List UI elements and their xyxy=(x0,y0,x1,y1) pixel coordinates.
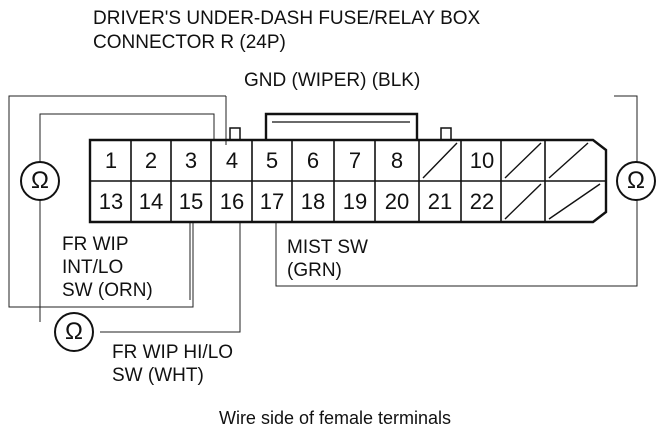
ohmmeter-icon: Ω xyxy=(20,161,60,201)
terminal-7: 7 xyxy=(348,148,362,173)
fr-wip-hi-lo-label-line2: SW (WHT) xyxy=(112,365,204,386)
connector-latch xyxy=(264,112,419,140)
terminal-1: 1 xyxy=(104,148,118,173)
mist-sw-label-line1: MIST SW xyxy=(287,237,368,258)
terminal-19: 19 xyxy=(342,189,368,214)
fr-wip-hi-lo-label-line1: FR WIP HI/LO xyxy=(112,342,234,363)
fr-wip-int-lo-label-line1: FR WIP xyxy=(62,234,129,255)
diagram-title: DRIVER'S UNDER-DASH FUSE/RELAY BOX xyxy=(93,8,481,29)
terminal-17: 17 xyxy=(259,189,285,214)
wire-right-loop xyxy=(275,95,638,287)
ohmmeter-icon: Ω xyxy=(54,312,94,352)
diagram-subtitle: CONNECTOR R (24P) xyxy=(93,32,286,53)
empty-cavity-12 xyxy=(548,142,589,179)
terminal-4: 4 xyxy=(225,148,239,173)
mist-sw-label-line2: (GRN) xyxy=(287,260,342,281)
terminal-21: 21 xyxy=(427,189,453,214)
empty-cavity-9 xyxy=(422,142,458,179)
terminal-16: 16 xyxy=(219,189,245,214)
fr-wip-int-lo-label-line3: SW (ORN) xyxy=(62,280,153,301)
terminal-20: 20 xyxy=(384,189,410,214)
terminal-3: 3 xyxy=(184,148,198,173)
ohmmeter-icon: Ω xyxy=(616,161,656,201)
terminal-14: 14 xyxy=(138,189,164,214)
terminal-2: 2 xyxy=(144,148,158,173)
terminal-5: 5 xyxy=(265,148,279,173)
empty-cavity-23 xyxy=(504,183,542,220)
wire-left-outer-loop xyxy=(8,95,226,308)
empty-cavity-11 xyxy=(504,142,542,179)
gnd-wiper-label: GND (WIPER) (BLK) xyxy=(244,70,421,91)
terminal-15: 15 xyxy=(178,189,204,214)
terminal-22: 22 xyxy=(469,189,495,214)
diagram-caption: Wire side of female terminals xyxy=(218,408,452,428)
connector-outline xyxy=(88,138,608,224)
terminal-18: 18 xyxy=(300,189,326,214)
wire-terminal-16 xyxy=(100,222,241,333)
terminal-13: 13 xyxy=(98,189,124,214)
terminal-10: 10 xyxy=(469,148,495,173)
wire-left-inner-loop xyxy=(39,113,215,300)
terminal-8: 8 xyxy=(390,148,404,173)
fr-wip-int-lo-label-line2: INT/LO xyxy=(62,257,124,278)
terminal-6: 6 xyxy=(306,148,320,173)
empty-cavity-24 xyxy=(548,183,601,220)
